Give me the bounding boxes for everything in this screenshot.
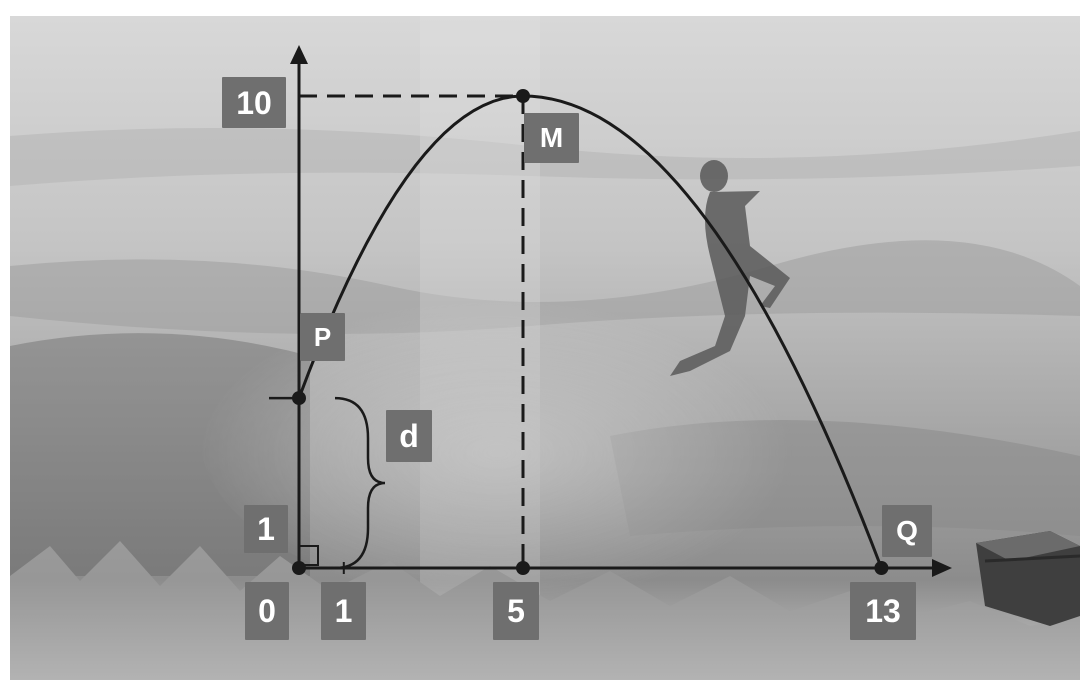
y-axis-arrowhead — [290, 45, 308, 64]
axis-label-y-one: 1 — [244, 505, 288, 553]
x-five-dot — [516, 561, 530, 575]
axis-label-x-five: 5 — [493, 582, 539, 640]
background-texture — [10, 16, 1080, 680]
axis-label-x-thirteen: 13 — [850, 582, 916, 640]
trajectory-curve — [297, 94, 883, 569]
axis-label-x-one: 1 — [321, 582, 366, 640]
guide-lines — [299, 94, 525, 568]
point-p-dot — [292, 391, 306, 406]
x-axis-arrowhead — [932, 559, 952, 577]
point-label-m: M — [524, 113, 579, 163]
right-angle-marker — [298, 545, 319, 566]
axis-label-origin: 0 — [245, 582, 289, 640]
origin-dot — [292, 561, 306, 575]
axes — [290, 45, 952, 577]
distance-brace — [334, 396, 386, 570]
treasure-chest — [976, 531, 1080, 626]
point-label-q: Q — [882, 505, 932, 557]
point-label-p: P — [300, 313, 345, 361]
axis-label-y-ten: 10 — [222, 77, 286, 128]
character-figure — [670, 160, 790, 376]
marked-points — [269, 89, 889, 575]
point-q-dot — [874, 561, 889, 575]
distance-label-d: d — [386, 410, 432, 462]
point-m-dot — [516, 89, 530, 103]
